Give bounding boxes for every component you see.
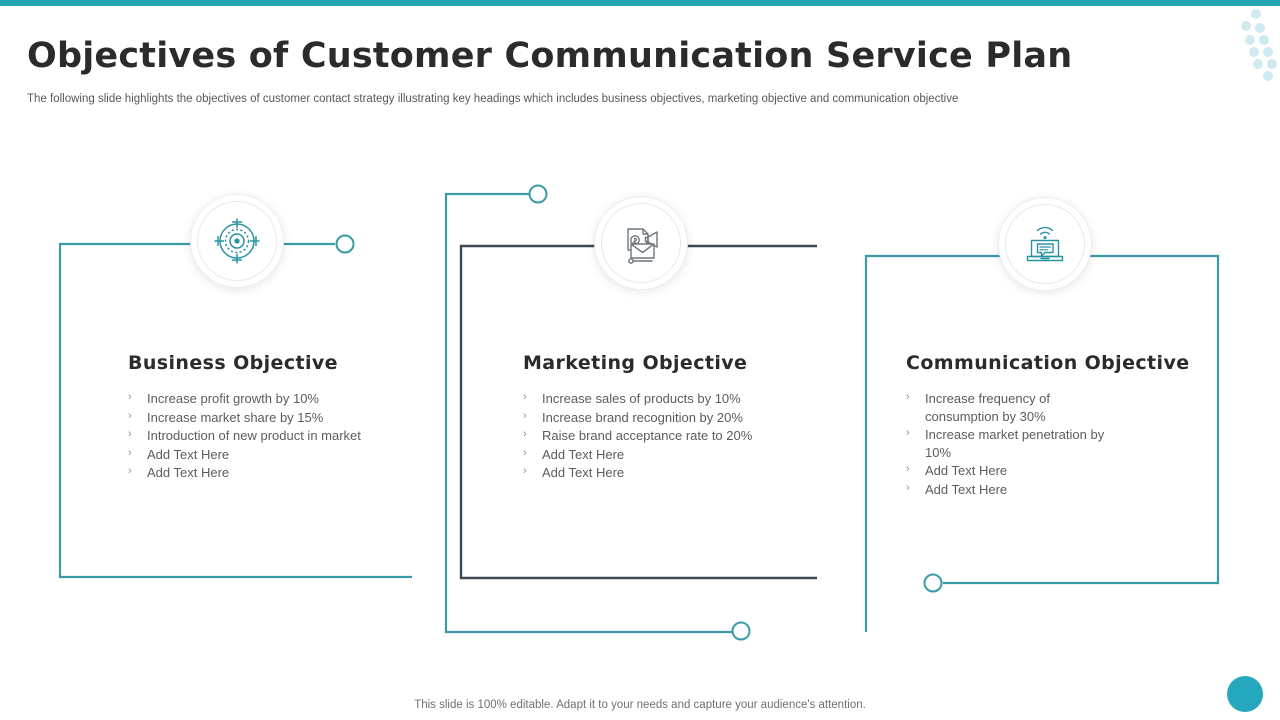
page-title: Objectives of Customer Communication Ser… [27, 36, 1073, 76]
chevron-right-icon: › [523, 428, 527, 440]
marketing-icon-medallion [594, 196, 688, 290]
list-item: › Add Text Here [128, 446, 428, 464]
communication-icon-inner-ring [1005, 204, 1085, 284]
list-item: › Increase frequency of consumption by 30… [906, 390, 1121, 425]
list-item-label: Add Text Here [925, 481, 1008, 497]
list-item: › Increase profit growth by 10% [128, 390, 428, 408]
chevron-right-icon: › [128, 409, 132, 422]
list-item: › Add Text Here [906, 481, 1121, 499]
page-subtitle: The following slide highlights the objec… [27, 93, 959, 105]
marketing-bullet-list: › Increase sales of products by 10% › Incr… [523, 390, 823, 482]
list-item: › Increase brand recognition by 20% [523, 409, 823, 427]
list-item-label: Add Text Here [147, 465, 230, 480]
target-icon [214, 218, 260, 264]
list-item: › Add Text Here [906, 462, 1121, 480]
list-item: › Add Text Here [523, 464, 823, 482]
communication-frame-endpoint [923, 573, 943, 593]
decorative-dots [1241, 9, 1277, 81]
business-icon-inner-ring [197, 201, 277, 281]
list-item-label: Increase market share by 15% [147, 409, 324, 425]
list-item-label: Add Text Here [542, 465, 625, 480]
top-accent-bar [0, 0, 1280, 6]
marketing-icon-inner-ring [601, 203, 681, 283]
list-item-label: Increase profit growth by 10% [147, 391, 319, 406]
list-item: › Raise brand acceptance rate to 20% [523, 427, 823, 445]
list-item: › Add Text Here [128, 464, 428, 482]
laptop-wifi-chat-icon [1026, 226, 1064, 262]
business-heading: Business Objective [128, 352, 338, 374]
list-item-label: Increase market penetration by 10% [925, 427, 1105, 460]
list-item-label: Increase sales of products by 10% [542, 391, 741, 406]
list-item: › Add Text Here [523, 446, 823, 464]
column-marketing: Marketing Objective › Increase sales of p… [523, 352, 823, 483]
chevron-right-icon: › [128, 465, 132, 477]
list-item-label: Increase frequency of consumption by 30% [925, 391, 1051, 424]
chevron-right-icon: › [523, 446, 527, 459]
list-item-label: Add Text Here [925, 463, 1008, 478]
business-icon-medallion [190, 194, 284, 288]
marketing-mail-megaphone-icon [627, 228, 658, 264]
list-item: › Introduction of new product in market [128, 427, 428, 445]
list-item: › Increase sales of products by 10% [523, 390, 823, 408]
footer-note: This slide is 100% editable. Adapt it to… [414, 699, 866, 711]
list-item-label: Introduction of new product in market [147, 428, 361, 443]
chevron-right-icon: › [523, 391, 527, 403]
chevron-right-icon: › [906, 391, 910, 403]
chevron-right-icon: › [906, 427, 910, 439]
list-item-label: Increase brand recognition by 20% [542, 409, 743, 425]
communication-heading: Communication Objective [906, 352, 1190, 374]
communication-icon-medallion [998, 197, 1092, 291]
chevron-right-icon: › [128, 428, 132, 440]
business-bullet-list: › Increase profit growth by 10% › Increase… [128, 390, 428, 482]
chevron-right-icon: › [906, 481, 910, 494]
column-business: Business Objective › Increase profit grow… [128, 352, 428, 483]
column-communication: Communication Objective › Increase freque… [906, 352, 1190, 499]
marketing-heading: Marketing Objective [523, 352, 748, 374]
list-item: › Increase market penetration by 10% [906, 426, 1121, 461]
marketing-wire-bottom-endpoint [731, 621, 751, 641]
chevron-right-icon: › [128, 446, 132, 459]
decorative-circle [1227, 676, 1263, 712]
chevron-right-icon: › [523, 409, 527, 422]
chevron-right-icon: › [128, 391, 132, 403]
list-item-label: Add Text Here [147, 446, 230, 462]
chevron-right-icon: › [906, 463, 910, 475]
list-item: › Increase market share by 15% [128, 409, 428, 427]
list-item-label: Add Text Here [542, 446, 625, 462]
marketing-wire-top-endpoint [528, 184, 548, 204]
list-item-label: Raise brand acceptance rate to 20% [542, 428, 753, 443]
chevron-right-icon: › [523, 465, 527, 477]
communication-bullet-list: › Increase frequency of consumption by 30… [906, 390, 1121, 498]
business-frame-endpoint [335, 234, 355, 254]
